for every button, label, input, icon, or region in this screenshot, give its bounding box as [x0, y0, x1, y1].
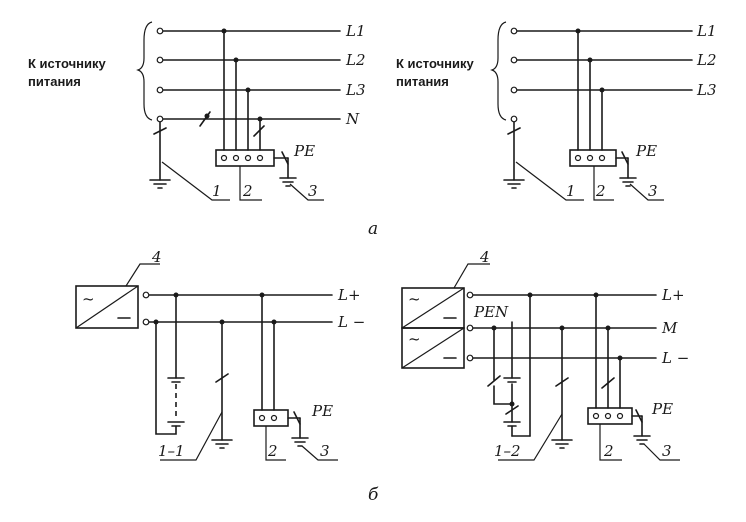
- label-l2: L2: [696, 51, 717, 69]
- callout-1-1: 1–1: [158, 442, 185, 460]
- diagram-a-right: К источнику питания L1 L2 L3 PE: [396, 21, 717, 201]
- callout-3: 3: [320, 442, 330, 460]
- diagram-b-left: ~ 4 L+ L −: [75, 248, 365, 461]
- pe-clamp: [621, 151, 629, 165]
- label-l1: L1: [696, 22, 717, 40]
- pe-clamp: [635, 409, 643, 423]
- label-m: M: [661, 319, 678, 337]
- label-pe: PE: [311, 402, 333, 420]
- label-pe: PE: [293, 142, 315, 160]
- label-pen: PEN: [473, 303, 509, 321]
- callout-2: 2: [603, 442, 614, 460]
- callout-3: 3: [308, 182, 318, 200]
- label-pe: PE: [651, 400, 673, 418]
- label-l3: L3: [345, 81, 366, 99]
- source-label-line2: питания: [28, 74, 81, 89]
- ac-symbol: ~: [408, 290, 421, 308]
- source-brace: [136, 21, 153, 121]
- pe-clamp: [281, 151, 289, 165]
- callout-1: 1: [566, 182, 576, 200]
- terminal: [156, 27, 164, 35]
- switch-mark: [153, 127, 167, 135]
- diagram-a-left: К источнику питания L1 L2 L3 N: [28, 21, 366, 201]
- caption-a: а: [368, 219, 378, 239]
- callout-3: 3: [662, 442, 672, 460]
- caption-b: б: [368, 485, 379, 505]
- ac-symbol: ~: [408, 330, 421, 348]
- label-n: N: [345, 110, 360, 128]
- callout-1: 1: [212, 182, 222, 200]
- source-label-line1: К источнику: [396, 56, 474, 71]
- label-lminus: L −: [337, 313, 365, 331]
- switch-mark: [601, 377, 615, 389]
- source-label-line1: К источнику: [28, 56, 106, 71]
- callout-4: 4: [151, 248, 162, 266]
- converter-box-lower: [401, 327, 465, 369]
- terminal: [156, 86, 164, 94]
- callout-3: 3: [648, 182, 658, 200]
- switch-mark: [555, 377, 569, 387]
- terminal: [156, 115, 164, 123]
- label-l2: L2: [345, 51, 366, 69]
- source-label-line2: питания: [396, 74, 449, 89]
- label-l3: L3: [696, 81, 717, 99]
- callout-2: 2: [242, 182, 253, 200]
- label-lplus: L+: [661, 286, 685, 304]
- diagram-b-right: ~ ~ 4 L+ M L − PEN: [401, 248, 689, 461]
- label-pe: PE: [635, 142, 657, 160]
- label-l1: L1: [345, 22, 366, 40]
- callout-1-2: 1–2: [494, 442, 521, 460]
- callout-2: 2: [595, 182, 606, 200]
- converter-box: [75, 285, 139, 329]
- callout-4: 4: [479, 248, 490, 266]
- pe-clamp: [293, 411, 301, 425]
- ac-symbol: ~: [82, 290, 95, 308]
- switch-mark: [253, 125, 265, 137]
- source-brace: [490, 21, 507, 121]
- switch-mark: [215, 373, 229, 383]
- label-lplus: L+: [337, 286, 361, 304]
- switch-mark: [507, 127, 521, 135]
- callout-2: 2: [267, 442, 278, 460]
- switch-mark: [487, 375, 501, 387]
- label-lminus: L −: [661, 349, 689, 367]
- terminal: [156, 56, 164, 64]
